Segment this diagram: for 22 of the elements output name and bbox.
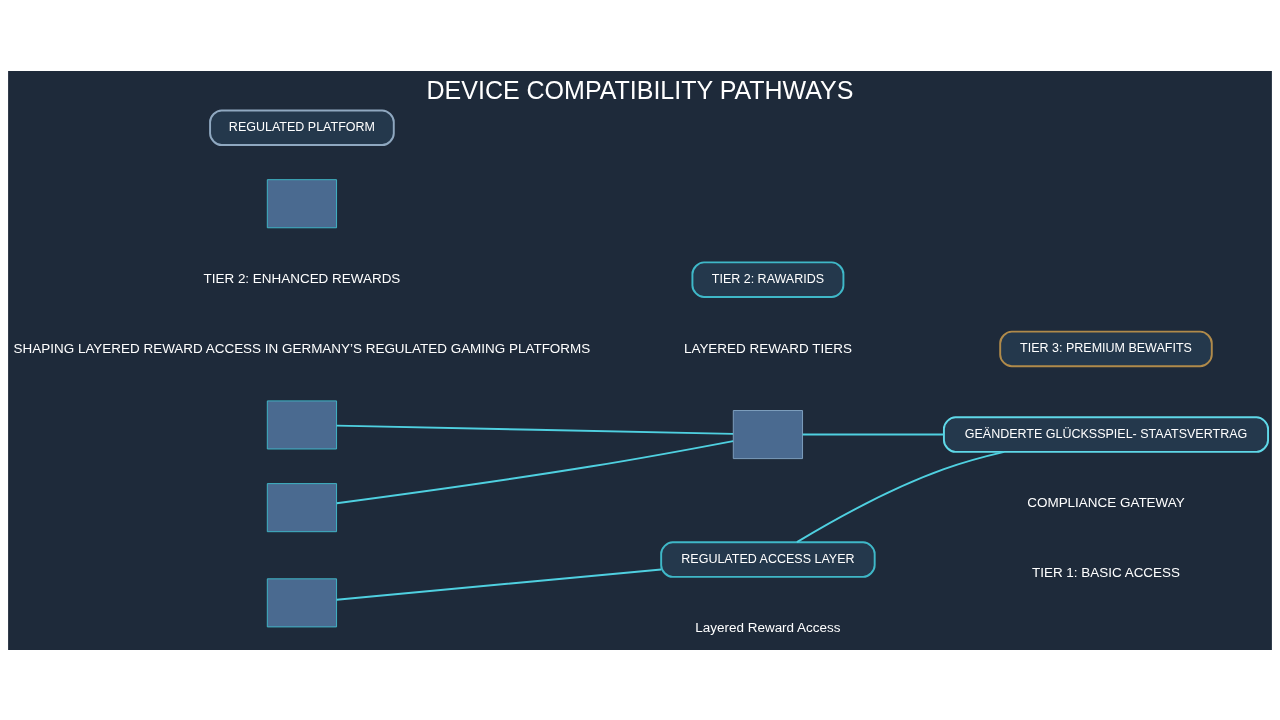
connector [801, 433, 945, 435]
node-box: TIER 2: RAWARIDS [691, 260, 845, 298]
connector [796, 450, 1006, 543]
label: Layered Reward Access [695, 619, 841, 635]
node-box [266, 399, 338, 449]
label: TIER 2: ENHANCED REWARDS [203, 270, 401, 286]
node-box: REGULATED PLATFORM [209, 108, 395, 146]
node-label: COMPLIANCE GATEWAY [1027, 494, 1185, 510]
label: LAYERED REWARD TIERS [683, 340, 852, 356]
connector [335, 439, 735, 504]
label: SHAPING LAYERED REWARD ACCESS IN GERMANY’S REGULATED GAMING PLATFORMS [13, 340, 591, 356]
node-box [266, 482, 338, 532]
label: TIER 1: BASIC ACCESS [1031, 564, 1180, 580]
node-box [266, 577, 338, 627]
node-box: TIER 3: PREMIUM BEWAFITS [999, 330, 1213, 367]
node-box [732, 409, 803, 459]
connector [335, 568, 663, 601]
node-box [266, 178, 338, 228]
node-box: REGULATED ACCESS LAYER [660, 540, 876, 578]
diagram-title: DEVICE COMPATIBILITY PATHWAYS [426, 75, 854, 104]
connector [335, 424, 734, 435]
node-box: GEÄNDERTE GLÜCKSSPIEL- STAATSVERTRAG [942, 415, 1269, 453]
